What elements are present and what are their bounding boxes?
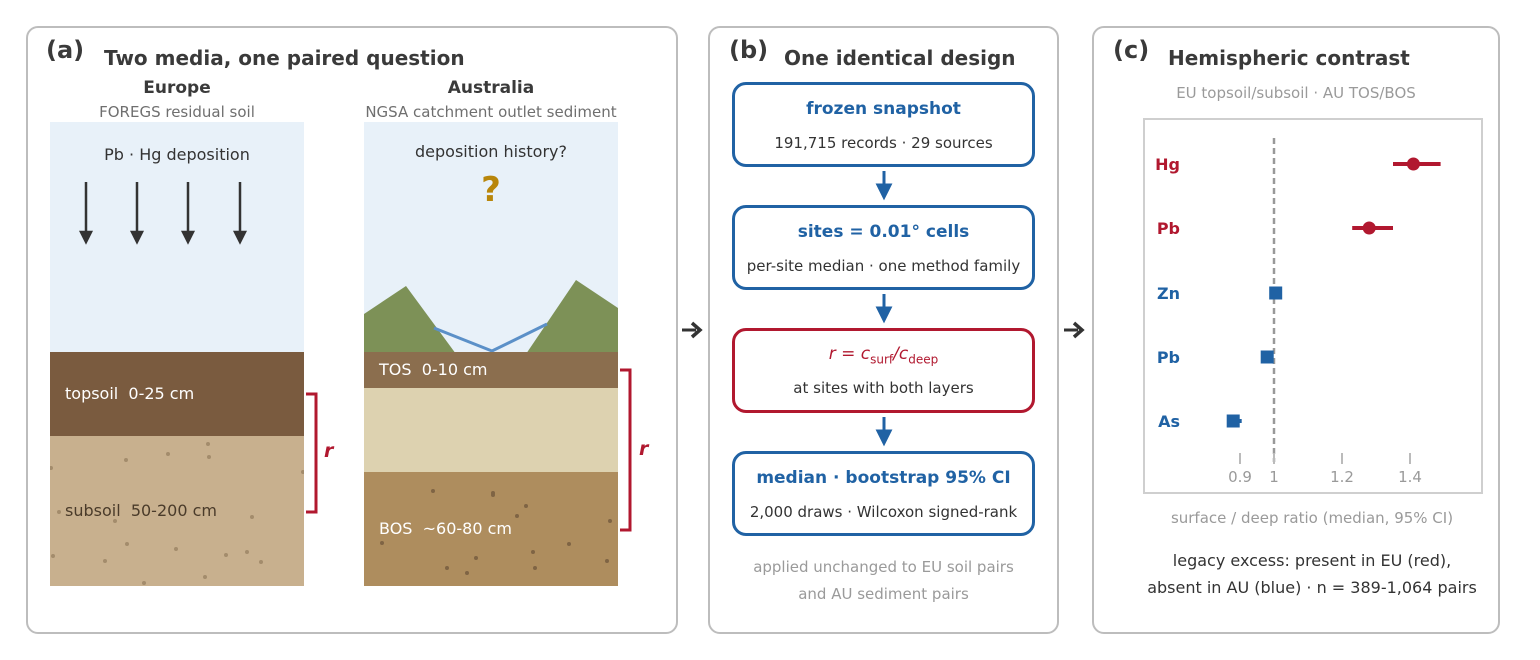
- step-bootstrap: median · bootstrap 95% CI 2,000 draws · …: [732, 451, 1035, 536]
- left-hill: [364, 286, 456, 354]
- europe-ratio-bracket: [306, 392, 318, 514]
- step-1-title: frozen snapshot: [806, 99, 961, 119]
- arrow-b-to-c: [1064, 321, 1085, 339]
- panel-b-label: (b): [729, 36, 769, 64]
- stream-channel: [433, 322, 548, 353]
- panel-c-title: Hemispheric contrast: [1168, 46, 1410, 70]
- australia-catchment-column: [364, 122, 618, 586]
- flow-arrows: [875, 171, 893, 447]
- median-point: [1226, 414, 1240, 428]
- question-mark: ?: [481, 170, 501, 210]
- panel-a-label: (a): [46, 36, 85, 64]
- x-tick-label: 0.9: [1228, 468, 1252, 486]
- australia-heading: Australia: [447, 78, 535, 98]
- row-label: Hg: [1155, 155, 1180, 174]
- step-4-sub: 2,000 draws · Wilcoxon signed-rank: [749, 503, 1018, 521]
- australia-ratio-symbol: r: [639, 438, 649, 460]
- step-ratio: r = csurf/cdeep at sites with both layer…: [732, 328, 1035, 413]
- europe-soil-column: [50, 122, 304, 586]
- x-tick-label: 1.2: [1330, 468, 1354, 486]
- europe-heading: Europe: [143, 78, 211, 98]
- panel-b-title: One identical design: [784, 46, 1016, 70]
- panel-a-title: Two media, one paired question: [104, 46, 465, 70]
- median-point: [1406, 157, 1420, 171]
- bos-layer: [364, 472, 618, 586]
- x-tick-label: 1.4: [1398, 468, 1422, 486]
- step-3-title: r = csurf/cdeep: [828, 344, 939, 367]
- row-label: As: [1158, 412, 1180, 431]
- australia-ratio-bracket: [620, 368, 632, 532]
- step-2-title: sites = 0.01° cells: [797, 222, 970, 242]
- step-3-sub: at sites with both layers: [793, 379, 974, 397]
- row-label: Pb: [1157, 348, 1180, 367]
- arrow-a-to-b: [682, 321, 703, 339]
- median-point: [1362, 221, 1376, 235]
- bos-grains: [380, 489, 612, 575]
- bos-label: BOS ~60-80 cm: [379, 519, 512, 538]
- plot-frame: [1143, 118, 1483, 494]
- median-point: [1269, 286, 1283, 300]
- topsoil-label: topsoil 0-25 cm: [65, 384, 195, 403]
- step-site-cells: sites = 0.01° cells per-site median · on…: [732, 205, 1035, 290]
- row-label: Pb: [1157, 219, 1180, 238]
- panel-c-label: (c): [1113, 36, 1150, 64]
- right-hill: [526, 280, 618, 354]
- panel-c-subtitle: EU topsoil/subsoil · AU TOS/BOS: [1176, 84, 1416, 102]
- step-2-sub: per-site median · one method family: [746, 257, 1021, 275]
- europe-subheading: FOREGS residual soil: [99, 103, 255, 121]
- tos-label: TOS 0-10 cm: [379, 360, 488, 379]
- median-point: [1260, 350, 1274, 364]
- australia-subheading: NGSA catchment outlet sediment: [365, 103, 617, 121]
- panel-b-footnote-2: and AU sediment pairs: [798, 585, 969, 603]
- step-1-sub: 191,715 records · 29 sources: [774, 134, 993, 152]
- row-label: Zn: [1157, 284, 1180, 303]
- conclusion-line-2: absent in AU (blue) · n = 389-1,064 pair…: [1147, 578, 1477, 597]
- x-axis-label: surface / deep ratio (median, 95% CI): [1170, 509, 1454, 527]
- panel-b-footnote-1: applied unchanged to EU soil pairs: [753, 558, 1014, 576]
- tos-layer: [364, 352, 618, 388]
- conclusion-line-1: legacy excess: present in EU (red),: [1172, 551, 1452, 570]
- europe-ratio-symbol: r: [324, 440, 334, 462]
- step-4-title: median · bootstrap 95% CI: [756, 468, 1011, 488]
- europe-topsoil-layer: [50, 352, 304, 436]
- step-frozen-snapshot: frozen snapshot 191,715 records · 29 sou…: [732, 82, 1035, 167]
- deposition-arrows: [78, 182, 248, 245]
- x-tick-label: 1: [1269, 468, 1279, 486]
- europe-sky: [50, 122, 304, 352]
- middle-sediment-layer: [364, 388, 618, 472]
- subsoil-label: subsoil 50-200 cm: [65, 501, 217, 520]
- europe-sky-text: Pb · Hg deposition: [104, 145, 250, 164]
- australia-sky-text: deposition history?: [415, 142, 567, 161]
- subsoil-grains: [50, 442, 304, 585]
